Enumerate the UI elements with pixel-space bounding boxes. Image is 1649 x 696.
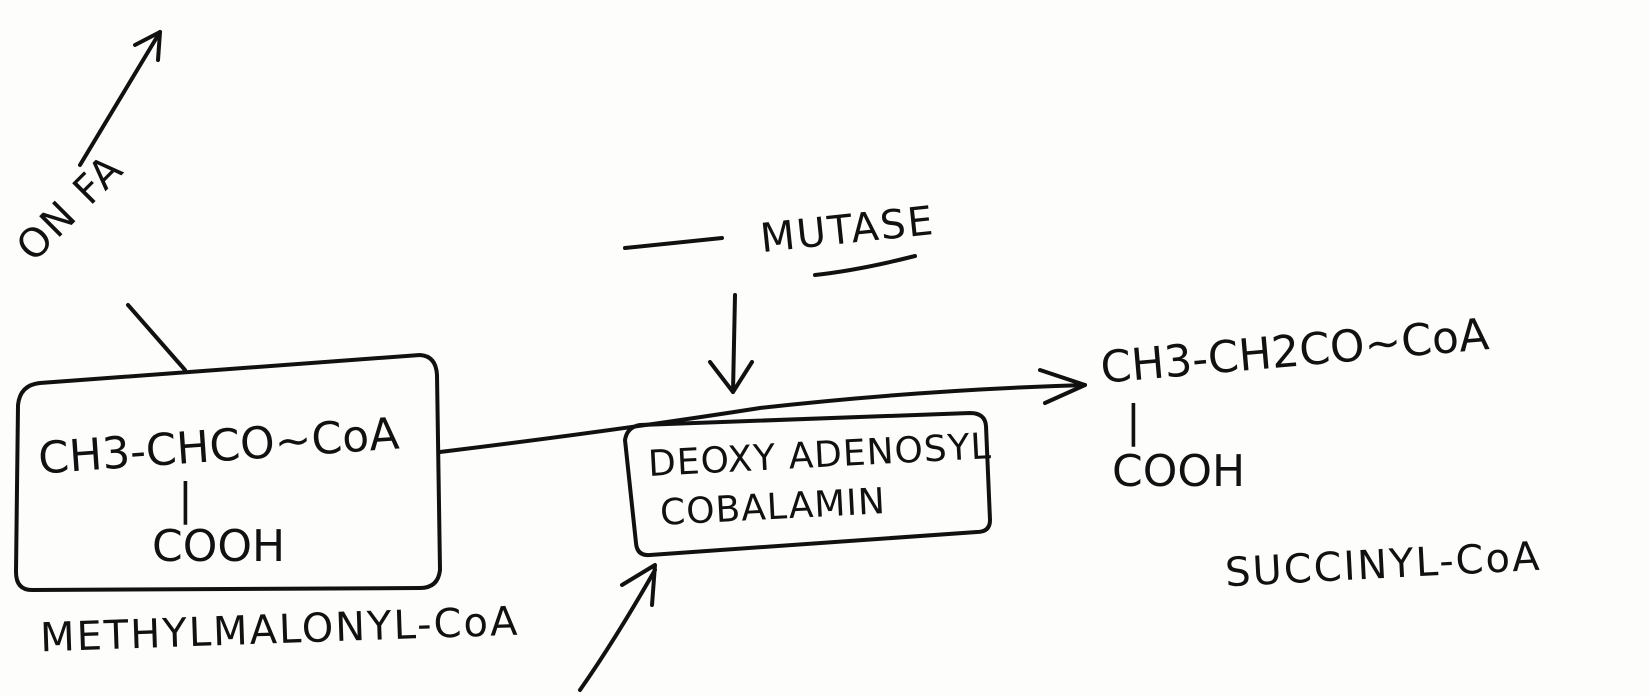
enzyme-dash [623,236,724,250]
enzyme-underline [813,254,917,277]
reaction-arrowhead [1038,368,1087,405]
substrate-box [14,353,442,592]
cofactor-input-arrow [578,568,657,692]
beta-oxidation-arrowhead [133,30,162,62]
product-formula-group: COOH [1112,446,1246,497]
substrate-formula-group: COOH [152,521,286,572]
reaction-arrow [438,383,1087,454]
cofactor-box [623,411,992,558]
beta-oxidation-arrow [78,30,162,167]
product-formula-bond: | [1126,396,1141,447]
substrate-formula-bond: | [178,474,193,525]
enzyme-arrowhead [708,360,754,394]
enzyme-arrow [731,293,737,394]
label-connector-line [126,303,187,372]
cofactor-input-arrowhead [620,563,657,607]
